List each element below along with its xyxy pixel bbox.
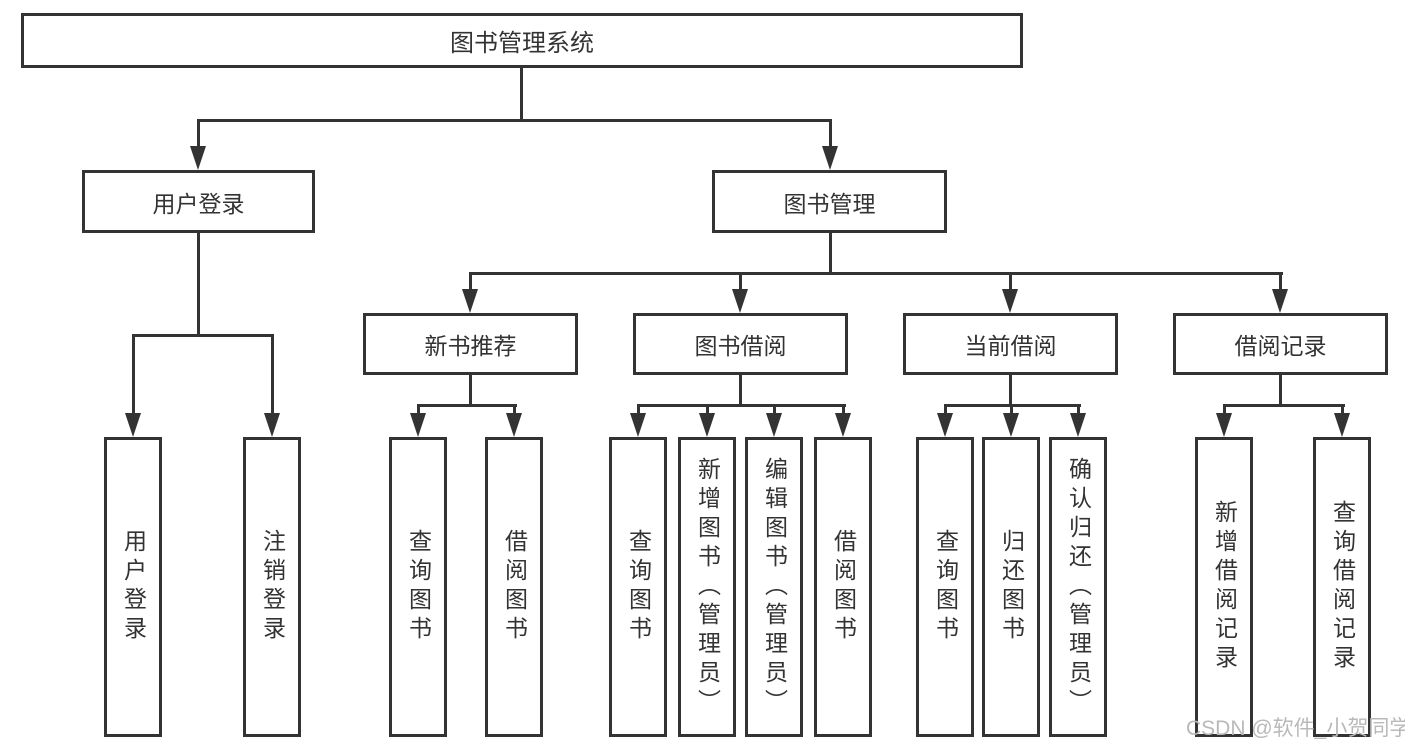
arrow-down-icon [1272, 289, 1288, 313]
connector-line [1010, 404, 1013, 416]
node-book-borrowing: 图书借阅 [633, 313, 848, 375]
arrow-down-icon [410, 413, 426, 437]
connector-line [1223, 404, 1345, 407]
arrow-down-icon [1003, 413, 1019, 437]
arrow-down-icon [835, 413, 851, 437]
node-label: 新书推荐 [424, 333, 517, 359]
node-current-borrowing: 当前借阅 [903, 313, 1118, 375]
connector-line [469, 272, 472, 292]
leaf-query-borrow-record: 查询借阅记录 [1313, 437, 1371, 737]
arrow-down-icon [506, 413, 522, 437]
connector-line [271, 334, 274, 415]
node-label: 查询图书 [932, 529, 959, 645]
node-label: 当前借阅 [964, 333, 1057, 359]
node-label: 新增借阅记录 [1211, 500, 1238, 674]
connector-line [1223, 404, 1226, 416]
node-label: 新增图书（管理员） [694, 456, 721, 718]
node-label: 用户登录 [152, 190, 245, 217]
node-label: 查询借阅记录 [1329, 500, 1356, 674]
leaf-edit-books-admin: 编辑图书（管理员） [745, 437, 803, 737]
node-user-login: 用户登录 [82, 170, 315, 233]
arrow-down-icon [630, 413, 646, 437]
connector-line [469, 375, 472, 407]
connector-line [1341, 404, 1344, 416]
connector-line [773, 404, 776, 416]
connector-line [637, 404, 640, 416]
arrow-down-icon [1002, 289, 1018, 313]
connector-line [739, 375, 742, 407]
connector-line [520, 68, 523, 122]
arrow-down-icon [937, 413, 953, 437]
connector-line [842, 404, 845, 416]
connector-line [739, 272, 742, 292]
connector-line [829, 233, 832, 275]
arrow-down-icon [766, 413, 782, 437]
arrow-down-icon [822, 146, 838, 170]
node-label: 查询图书 [405, 529, 432, 645]
connector-line [469, 272, 1283, 275]
arrow-down-icon [732, 289, 748, 313]
node-label: 图书管理 [783, 190, 876, 217]
leaf-confirm-return-admin: 确认归还（管理员） [1049, 437, 1107, 737]
leaf-logout: 注销登录 [243, 437, 301, 737]
node-label: 图书管理系统 [450, 30, 594, 57]
node-label: 图书借阅 [694, 333, 787, 359]
connector-line [944, 404, 947, 416]
csdn-watermark: CSDN @软件_小贺同学 [1186, 717, 1405, 740]
leaf-borrow-books-recommend: 借阅图书 [485, 437, 543, 737]
connector-line [197, 119, 832, 122]
arrow-down-icon [125, 413, 141, 437]
connector-line [706, 404, 709, 416]
leaf-query-books-recommend: 查询图书 [389, 437, 447, 737]
node-label: 查询图书 [625, 529, 652, 645]
node-library-management-system: 图书管理系统 [21, 13, 1023, 68]
arrow-down-icon [264, 413, 280, 437]
connector-line [1077, 404, 1080, 416]
connector-line [417, 404, 517, 407]
connector-line [1279, 375, 1282, 407]
arrow-down-icon [190, 146, 206, 170]
connector-line [1279, 272, 1282, 292]
node-borrowing-records: 借阅记录 [1173, 313, 1388, 375]
connector-line [1009, 272, 1012, 292]
node-new-book-recommend: 新书推荐 [363, 313, 578, 375]
leaf-borrow-books: 借阅图书 [814, 437, 872, 737]
leaf-return-books: 归还图书 [982, 437, 1040, 737]
connector-line [1009, 375, 1012, 407]
leaf-add-borrow-record: 新增借阅记录 [1195, 437, 1253, 737]
leaf-user-login: 用户登录 [104, 437, 162, 737]
node-label: 编辑图书（管理员） [761, 456, 788, 718]
node-book-management: 图书管理 [712, 170, 947, 233]
leaf-query-books-borrowing: 查询图书 [609, 437, 667, 737]
arrow-down-icon [699, 413, 715, 437]
connector-line [197, 119, 200, 148]
node-label: 用户登录 [120, 529, 147, 645]
node-label: 归还图书 [998, 529, 1025, 645]
connector-line [417, 404, 420, 416]
arrow-down-icon [462, 289, 478, 313]
leaf-query-books-current: 查询图书 [916, 437, 974, 737]
node-label: 确认归还（管理员） [1065, 456, 1092, 718]
node-label: 借阅图书 [501, 529, 528, 645]
arrow-down-icon [1334, 413, 1350, 437]
connector-line [132, 334, 274, 337]
arrow-down-icon [1216, 413, 1232, 437]
connector-line [197, 233, 200, 337]
connector-line [829, 119, 832, 148]
connector-line [637, 404, 846, 407]
node-label: 注销登录 [259, 529, 286, 645]
leaf-add-books-admin: 新增图书（管理员） [678, 437, 736, 737]
arrow-down-icon [1070, 413, 1086, 437]
node-label: 借阅图书 [830, 529, 857, 645]
node-label: 借阅记录 [1234, 333, 1327, 359]
connector-line [132, 334, 135, 415]
connector-line [513, 404, 516, 416]
